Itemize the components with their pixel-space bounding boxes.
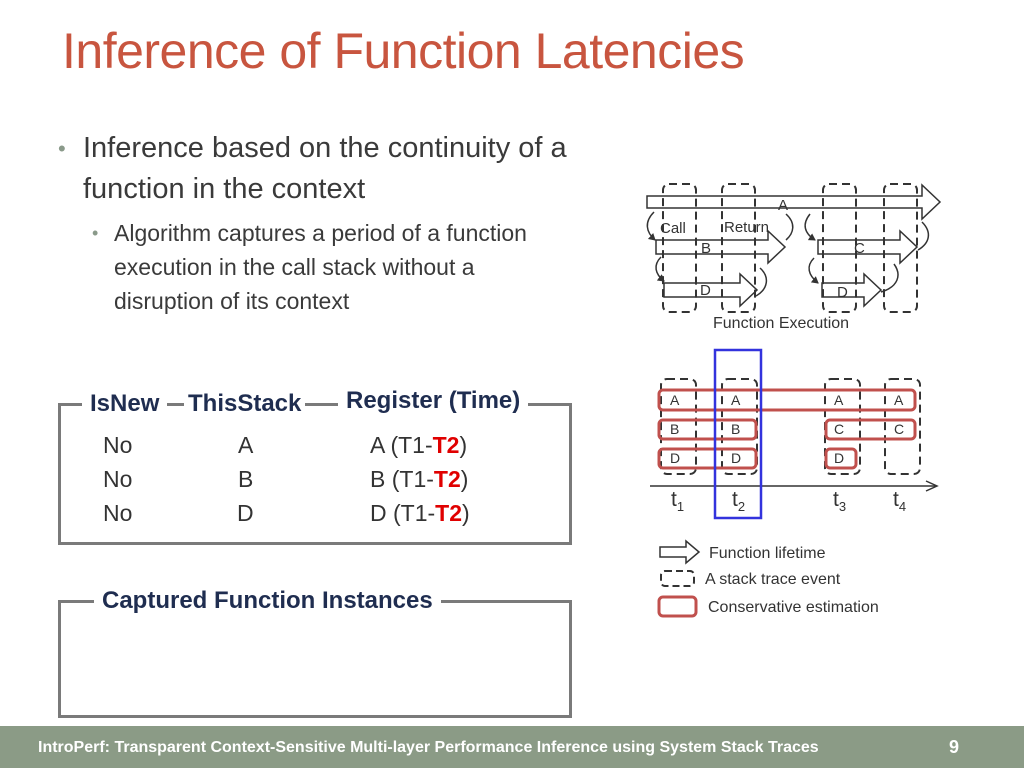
trace-event-box: [884, 378, 921, 475]
row2-register: B (T1-T2): [370, 466, 468, 493]
estimation-bar-b: [657, 418, 758, 441]
header-register-time: Register (Time): [338, 387, 529, 415]
return-arrow-icon: [755, 267, 768, 297]
bullet-main-text: Inference based on the continuity of a f…: [83, 132, 567, 205]
bullet-sub-text: Algorithm captures a period of a functio…: [114, 220, 527, 314]
function-arrow-d2: [821, 272, 883, 308]
estimation-bar-a: [657, 388, 917, 412]
row1-register-emph: T2: [432, 432, 460, 458]
trace-event-box: [660, 378, 697, 475]
legend-estimation-icon: [657, 595, 698, 618]
bullet-sub: • Algorithm captures a period of a funct…: [92, 216, 562, 318]
stack-label: C: [834, 421, 844, 437]
stack-label: B: [731, 421, 740, 437]
slide-title: Inference of Function Latencies: [62, 23, 745, 79]
legend-trace-event-label: A stack trace event: [705, 571, 841, 588]
call-arrow-icon: [808, 257, 819, 284]
timeline-diagram: [650, 348, 939, 520]
row3-register-emph: T2: [435, 500, 463, 526]
row1-isnew: No: [103, 432, 133, 458]
stack-label: A: [731, 392, 741, 408]
stack-label: D: [834, 450, 844, 466]
stack-label: D: [731, 450, 741, 466]
footer-text: IntroPerf: Transparent Context-Sensitive…: [38, 739, 819, 756]
current-stack-highlight: [713, 348, 763, 520]
call-arrow-icon: [804, 213, 816, 241]
label-call: Call: [660, 220, 686, 237]
captured-instances-title: Captured Function Instances: [94, 587, 441, 615]
bullet-dot: •: [92, 223, 99, 243]
row2-thisstack: B: [238, 466, 254, 492]
bullet-dot: •: [58, 136, 66, 161]
footer-bar: IntroPerf: Transparent Context-Sensitive…: [0, 726, 1024, 768]
function-arrow-a: [646, 183, 942, 221]
row3-register: D (T1-T2): [370, 500, 470, 527]
time-ticks: t1 t2 t3 t4: [671, 488, 906, 514]
label-b: B: [701, 240, 711, 257]
return-arrow-icon: [880, 263, 899, 293]
row2-register-suffix: ): [460, 466, 469, 492]
row3-register-prefix: D (T1-: [370, 500, 436, 526]
stack-label: C: [894, 421, 904, 437]
row2-isnew: No: [103, 466, 133, 492]
row2-register-emph: T2: [433, 466, 461, 492]
legend-labels: Function lifetime A stack trace event Co…: [705, 545, 879, 616]
execution-caption: Function Execution: [713, 315, 849, 332]
legend-lifetime-icon: [659, 539, 701, 565]
row3-register-suffix: ): [462, 500, 470, 526]
header-isnew: IsNew: [82, 390, 168, 418]
call-arrow-icon: [655, 256, 665, 282]
execution-diagram: [646, 183, 942, 313]
tick-t4: t4: [893, 488, 906, 514]
legend-trace-event-icon: [660, 570, 695, 587]
tick-t3: t3: [833, 488, 846, 514]
header-thisstack: ThisStack: [184, 390, 306, 418]
stack-label: A: [670, 392, 680, 408]
estimation-bar-d1: [657, 447, 758, 470]
row1-register: A (T1-T2): [370, 432, 467, 459]
estimation-bar-d2: [824, 447, 858, 470]
label-d1: D: [700, 282, 711, 299]
legend: [657, 539, 701, 618]
call-arrow-icon: [646, 211, 656, 241]
function-arrow-c: [817, 229, 919, 265]
label-c: C: [854, 240, 865, 257]
row1-thisstack: A: [238, 432, 254, 458]
legend-estimation-label: Conservative estimation: [708, 599, 879, 616]
row3-isnew: No: [103, 500, 133, 526]
stack-label: D: [670, 450, 680, 466]
register-table-frame: [58, 403, 572, 545]
bullet-main: • Inference based on the continuity of a…: [58, 128, 598, 210]
label-return: Return: [724, 219, 769, 236]
return-arrow-icon: [917, 221, 930, 251]
tick-t2: t2: [732, 488, 745, 514]
latency-diagram: A Call Return B C D D Function Execution…: [646, 183, 942, 618]
label-a: A: [778, 197, 788, 214]
execution-labels: A Call Return B C D D Function Execution: [660, 197, 865, 332]
row1-register-prefix: A (T1-: [370, 432, 433, 458]
tick-t1: t1: [671, 488, 684, 514]
function-arrow-d1: [663, 272, 759, 308]
stack-label: A: [834, 392, 844, 408]
estimation-bar-c: [824, 418, 917, 441]
timeline-stack-labels: A B D A B D A C D A C: [670, 392, 904, 466]
legend-lifetime-label: Function lifetime: [709, 545, 826, 562]
page-number: 9: [949, 737, 960, 757]
stack-label: A: [894, 392, 904, 408]
label-d2: D: [837, 284, 848, 301]
row3-thisstack: D: [237, 500, 254, 526]
row2-register-prefix: B (T1-: [370, 466, 434, 492]
row1-register-suffix: ): [459, 432, 468, 458]
stack-label: B: [670, 421, 679, 437]
trace-event-box: [721, 378, 758, 475]
time-axis-arrowhead: [925, 480, 939, 492]
function-arrow-b: [655, 229, 787, 265]
return-arrow-icon: [785, 213, 794, 241]
